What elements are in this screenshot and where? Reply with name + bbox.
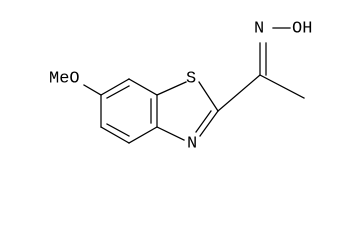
benzene-double-bond-bottom-left xyxy=(106,123,130,137)
c2-to-imine-carbon-bond xyxy=(217,74,261,112)
hydroxyl-label: OH xyxy=(292,19,312,38)
structure-canvas: MeO S N N OH xyxy=(49,19,313,154)
c2-to-nitrogen-bond xyxy=(199,110,219,137)
sulfur-label: S xyxy=(186,69,196,88)
benzene-bond-upper-left xyxy=(100,78,130,96)
benzene-double-bond-top-left xyxy=(106,85,130,99)
benzothiazole-oxime-structure: MeO S N N OH xyxy=(49,19,312,153)
methoxy-label: MeO xyxy=(49,69,80,88)
oxime-nitrogen-label: N xyxy=(254,19,264,38)
c2-to-nitrogen-double-bond xyxy=(195,110,212,133)
methoxy-to-ring-bond xyxy=(83,84,102,96)
imine-carbon-to-methyl-bond xyxy=(259,74,305,99)
benzene-bond-lower-right xyxy=(128,126,158,144)
bonds xyxy=(83,27,305,144)
benzene-bond-lower-left xyxy=(100,126,130,144)
benzene-bond-upper-right xyxy=(128,78,158,96)
atom-labels: MeO S N N OH xyxy=(49,19,312,153)
ring-nitrogen-label: N xyxy=(187,134,197,153)
sulfur-to-c2-bond xyxy=(198,81,219,112)
ring-to-sulfur-bond xyxy=(156,81,187,96)
nitrogen-to-ring-bond xyxy=(156,126,185,141)
